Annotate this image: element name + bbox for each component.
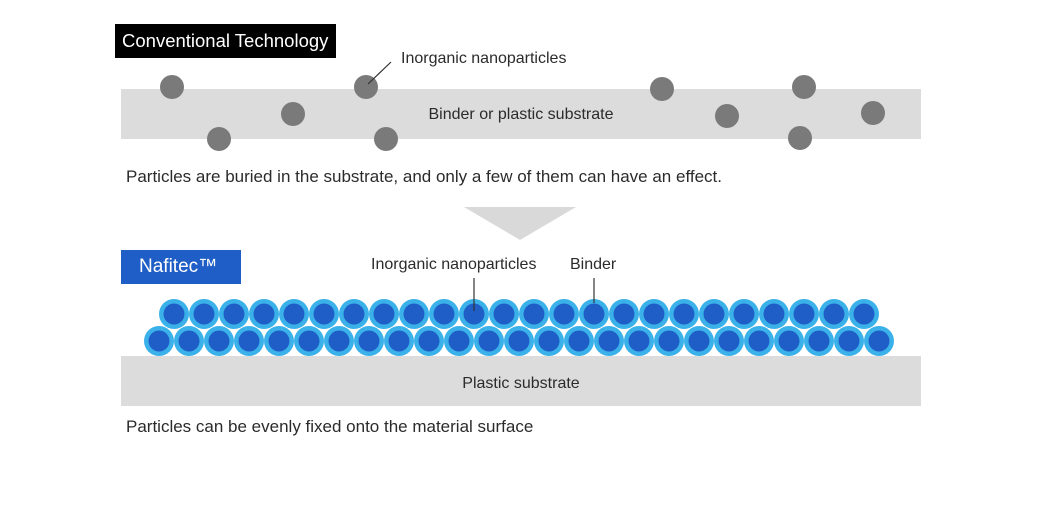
binder-substrate-band [121, 89, 921, 139]
nafitec-tag: Nafitec™ [121, 250, 241, 284]
blue-nanoparticle [298, 330, 320, 352]
blue-nanoparticle [523, 303, 545, 325]
blue-nanoparticle [508, 330, 530, 352]
gray-nanoparticle [792, 75, 816, 99]
blue-nanoparticle [538, 330, 560, 352]
gray-nanoparticle [715, 104, 739, 128]
blue-nanoparticle [178, 330, 200, 352]
blue-nanoparticle [403, 303, 425, 325]
blue-nanoparticle [673, 303, 695, 325]
blue-nanoparticle [598, 330, 620, 352]
gray-nanoparticle [160, 75, 184, 99]
blue-nanoparticle [433, 303, 455, 325]
gray-nanoparticle [788, 126, 812, 150]
blue-nanoparticle [838, 330, 860, 352]
blue-nanoparticle [733, 303, 755, 325]
blue-nanoparticle [643, 303, 665, 325]
blue-nanoparticle [688, 330, 710, 352]
blue-nanoparticle [238, 330, 260, 352]
blue-nanoparticle [853, 303, 875, 325]
blue-nanoparticle [718, 330, 740, 352]
blue-nanoparticle [253, 303, 275, 325]
blue-nanoparticle [793, 303, 815, 325]
blue-nanoparticle [148, 330, 170, 352]
blue-nanoparticle [613, 303, 635, 325]
conventional-caption: Particles are buried in the substrate, a… [126, 167, 722, 186]
blue-nanoparticle [448, 330, 470, 352]
gray-nanoparticle [861, 101, 885, 125]
nafitec-nanoparticles-callout: Inorganic nanoparticles [371, 256, 537, 273]
blue-nanoparticle [388, 330, 410, 352]
blue-nanoparticle [568, 330, 590, 352]
blue-nanoparticle [223, 303, 245, 325]
blue-nanoparticle [763, 303, 785, 325]
blue-nanoparticle [553, 303, 575, 325]
conventional-nanoparticles-callout: Inorganic nanoparticles [401, 50, 567, 67]
nafitec-caption: Particles can be evenly fixed onto the m… [126, 417, 534, 436]
plastic-substrate-label: Plastic substrate [462, 375, 580, 392]
blue-nanoparticle [328, 330, 350, 352]
blue-nanoparticle [163, 303, 185, 325]
blue-nanoparticle [478, 330, 500, 352]
blue-nanoparticle [313, 303, 335, 325]
blue-nanoparticle [268, 330, 290, 352]
gray-nanoparticle [650, 77, 674, 101]
gray-nanoparticle [207, 127, 231, 151]
blue-nanoparticle [703, 303, 725, 325]
blue-nanoparticle [778, 330, 800, 352]
blue-nanoparticle [358, 330, 380, 352]
blue-nanoparticle [208, 330, 230, 352]
nafitec-binder-callout: Binder [570, 256, 617, 273]
gray-nanoparticle [374, 127, 398, 151]
blue-nanoparticle [658, 330, 680, 352]
blue-nanoparticle [583, 303, 605, 325]
plastic-substrate-band [121, 356, 921, 406]
blue-nanoparticle [418, 330, 440, 352]
blue-nanoparticle [283, 303, 305, 325]
blue-nanoparticle [808, 330, 830, 352]
blue-nanoparticle [373, 303, 395, 325]
blue-nanoparticle [493, 303, 515, 325]
conventional-callout-leader-line [367, 61, 392, 85]
binder-substrate-label: Binder or plastic substrate [428, 106, 614, 123]
blue-nanoparticle [193, 303, 215, 325]
blue-nanoparticle [748, 330, 770, 352]
conventional-technology-tag: Conventional Technology [115, 24, 337, 58]
blue-nanoparticle [628, 330, 650, 352]
blue-nanoparticle [343, 303, 365, 325]
blue-nanoparticle [868, 330, 890, 352]
blue-nanoparticle [463, 303, 485, 325]
blue-nanoparticle [823, 303, 845, 325]
gray-nanoparticle [281, 102, 305, 126]
